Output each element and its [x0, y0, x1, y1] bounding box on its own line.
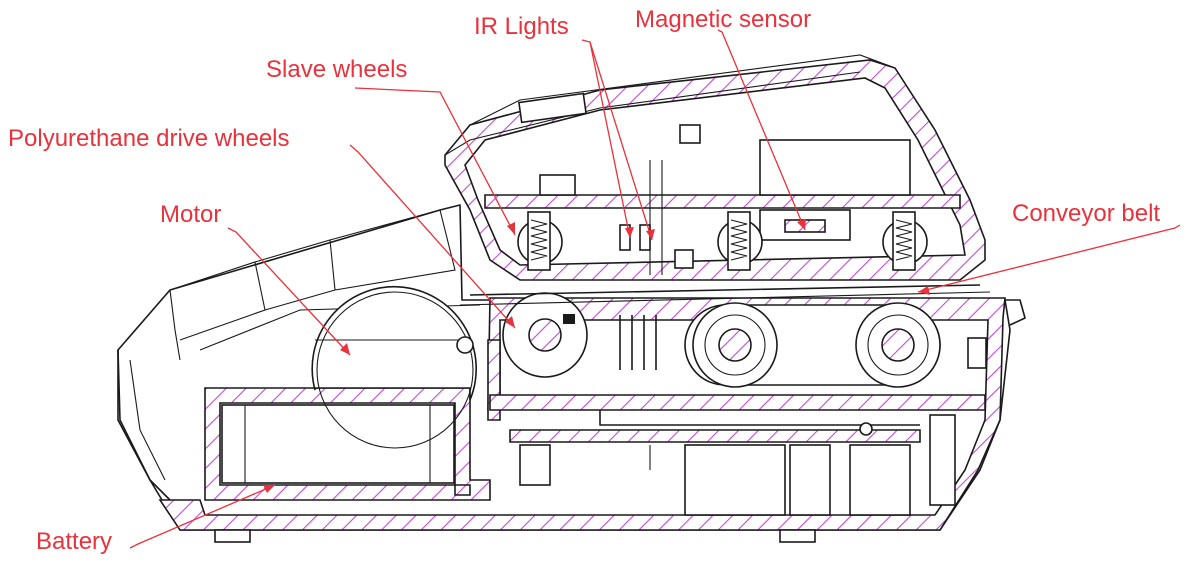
battery-compartment [204, 387, 491, 501]
leader-slave-wheels [354, 87, 516, 236]
lower-housing [117, 204, 1011, 543]
slave-wheel-3 [882, 211, 928, 271]
lid-shell [444, 59, 986, 281]
transport-section [487, 292, 1026, 516]
foot-right [779, 529, 816, 543]
label-battery: Battery [36, 528, 112, 555]
motor-shaft [456, 336, 474, 354]
labels: IR Lights Magnetic sensor Slave wheels P… [8, 6, 1160, 555]
motor [311, 285, 477, 449]
battery-cell [221, 404, 455, 484]
label-drive-wheels: Polyurethane drive wheels [8, 125, 290, 152]
leader-drive-wheels [349, 144, 516, 329]
conveyor-belt-line [469, 284, 981, 296]
upper-lid [444, 54, 986, 281]
leader-motor [227, 227, 351, 356]
leader-lines [129, 29, 1181, 549]
slave-wheels [517, 211, 928, 271]
label-magnetic-sensor: Magnetic sensor [635, 6, 811, 33]
slave-wheel-1 [517, 211, 563, 271]
leader-conveyor-belt [917, 224, 1181, 293]
foot-left [214, 529, 251, 543]
label-ir-lights: IR Lights [474, 13, 569, 40]
label-conveyor-belt: Conveyor belt [1012, 200, 1160, 227]
label-slave-wheels: Slave wheels [266, 56, 407, 83]
slave-wheel-2 [717, 211, 763, 271]
lower-housing-wall [158, 297, 1006, 531]
leader-magnetic-sensor [717, 29, 806, 231]
leader-ir-lights-2 [589, 41, 653, 241]
leader-battery [129, 484, 276, 549]
label-motor: Motor [160, 201, 221, 228]
